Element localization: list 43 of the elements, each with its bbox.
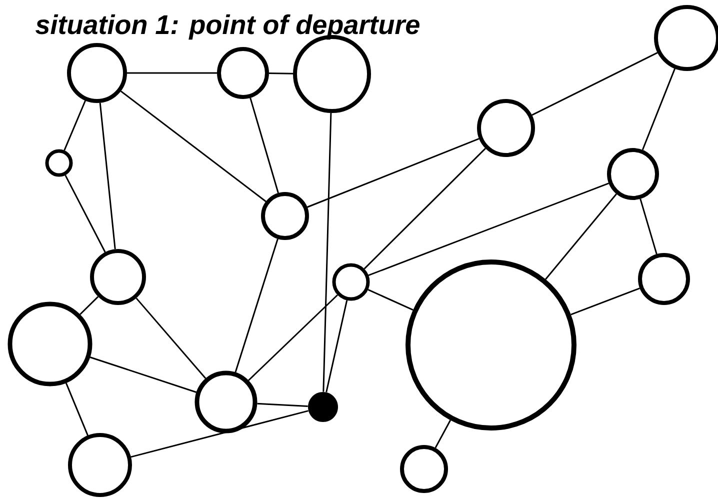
connector-line <box>64 100 86 151</box>
circle-node <box>8 302 92 386</box>
circle-node <box>217 47 269 99</box>
connector-line <box>364 148 486 270</box>
circle-node <box>332 263 370 301</box>
connector-line <box>65 382 88 436</box>
circle-node <box>261 192 309 240</box>
circle-node <box>90 249 146 305</box>
connector-line <box>64 174 106 252</box>
connector-line <box>532 52 658 116</box>
connector-line <box>368 289 414 311</box>
circle-node <box>477 99 535 157</box>
connector-line <box>642 68 676 150</box>
connector-line <box>640 198 658 254</box>
circle-node <box>406 260 576 430</box>
circle-node <box>400 445 448 493</box>
connector-line <box>322 112 332 392</box>
connector-line <box>127 72 217 74</box>
connector-line <box>234 238 278 372</box>
circle-node <box>45 149 73 177</box>
connector-line <box>257 402 308 407</box>
connector-line <box>434 420 452 448</box>
connector-line <box>307 138 480 208</box>
connector-line <box>250 98 279 194</box>
connector-line <box>99 102 116 250</box>
connector-line <box>570 288 640 316</box>
circle-node <box>607 148 659 200</box>
circle-node <box>68 433 132 497</box>
connector-line <box>136 298 206 379</box>
connector-line <box>326 300 348 392</box>
connector-line <box>130 410 308 458</box>
title: situation 1: point of departure <box>36 14 420 40</box>
connector-line <box>80 296 99 315</box>
connector-line <box>90 356 197 393</box>
connector-line <box>268 72 294 74</box>
circle-node <box>638 253 690 305</box>
connector-line <box>545 194 617 280</box>
connector-line <box>368 182 609 276</box>
circle-node <box>67 43 127 103</box>
connector-line <box>248 294 338 381</box>
circle-node <box>194 370 258 434</box>
filled-dot <box>308 392 338 422</box>
connector-line <box>120 90 266 202</box>
